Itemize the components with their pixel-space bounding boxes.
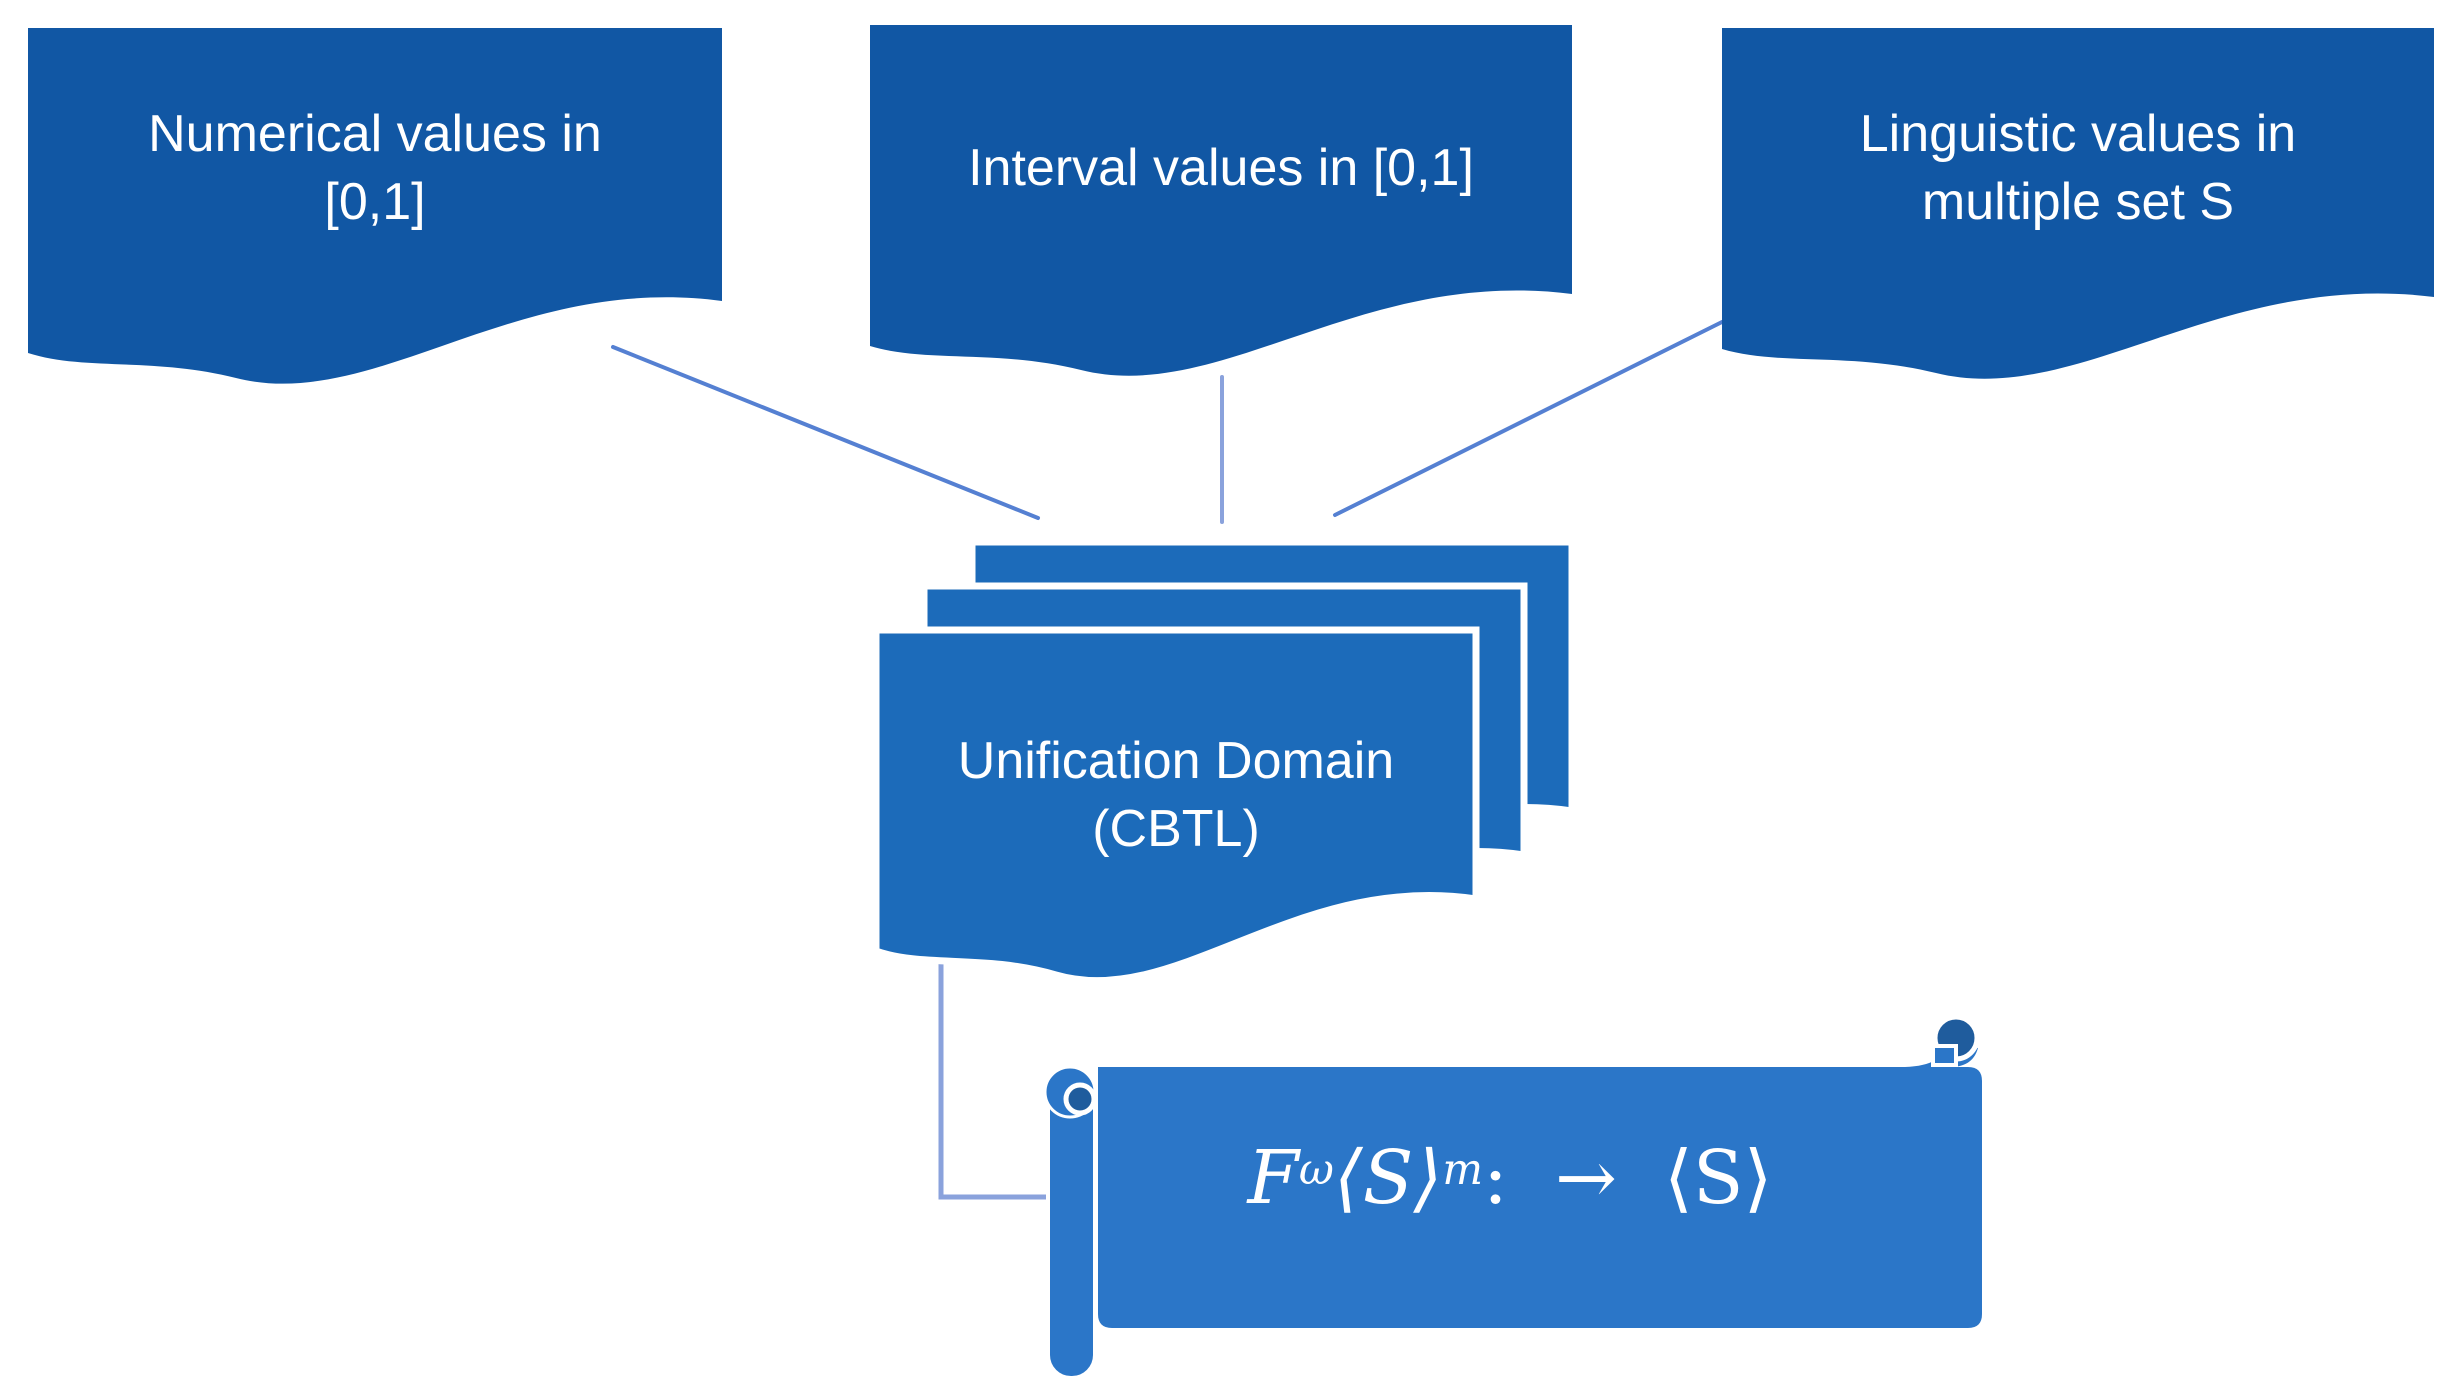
scroll-left-curl	[1063, 1082, 1097, 1116]
interval-values-shape	[870, 25, 1572, 376]
connector-linguistic-to-unification	[1333, 320, 1724, 517]
numerical-values-shape	[28, 28, 722, 384]
formula-scroll-shape	[1043, 1014, 1982, 1380]
unification-stack	[872, 538, 1576, 985]
scroll-right-curl-notch	[1931, 1044, 1958, 1067]
connector-unification-to-formula	[938, 902, 1049, 1200]
linguistic-values-shape	[1722, 28, 2434, 379]
scroll-body	[1098, 1067, 1982, 1328]
unification-stack-front-sheet	[872, 626, 1480, 985]
connector-numerical-to-unification	[611, 345, 1040, 520]
